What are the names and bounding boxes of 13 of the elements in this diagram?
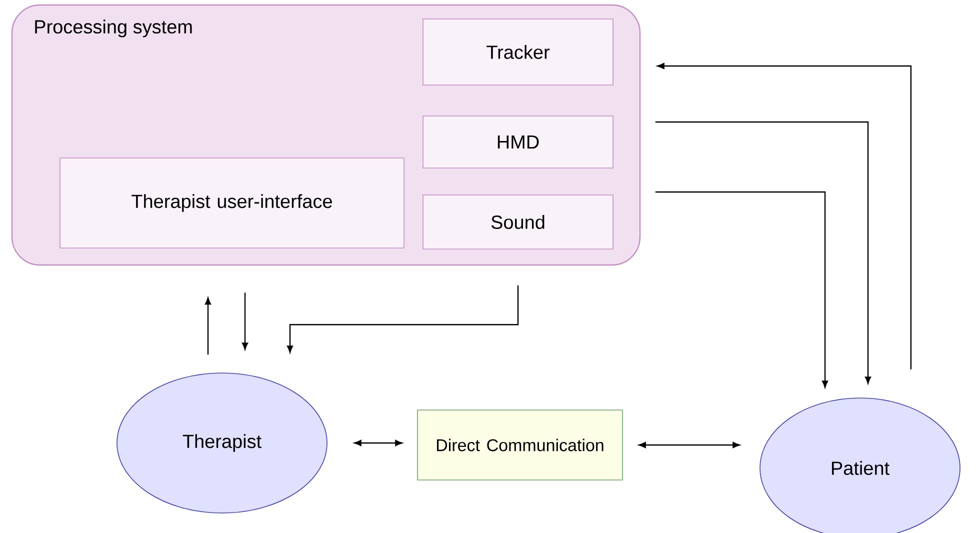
arrow [242,292,248,350]
communication-box: Direct Communication [417,410,623,480]
arrow [286,285,519,353]
arrow [354,440,402,446]
arrow [657,62,912,370]
arrow [655,191,828,388]
arrow [655,121,872,384]
module-box: Tracker [422,18,614,86]
arrow [638,442,740,448]
module-box: HMD [422,116,614,168]
module-box: Therapist user-interface [60,158,404,248]
module-box: Sound [422,194,614,250]
arrow [204,297,212,355]
